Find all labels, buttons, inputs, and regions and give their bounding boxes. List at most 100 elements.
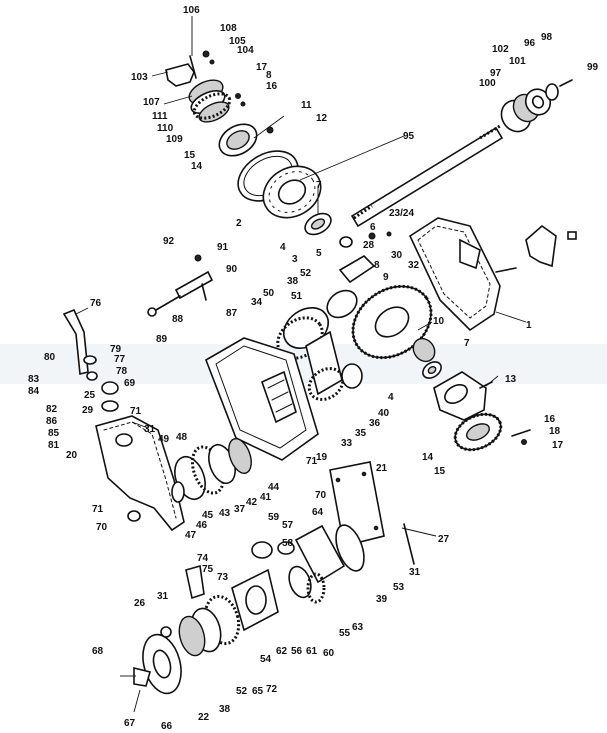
- callout-28: 28: [363, 240, 375, 251]
- callout-43: 43: [219, 508, 231, 519]
- callout-46: 46: [196, 520, 208, 531]
- callout-27: 27: [438, 534, 450, 545]
- left-lever-group: [62, 308, 119, 412]
- callout-7: 7: [316, 180, 322, 191]
- callout-111: 111: [152, 111, 168, 122]
- callout-66: 66: [161, 721, 173, 732]
- callout-70b: 70: [96, 522, 108, 533]
- callout-80: 80: [44, 352, 56, 363]
- callout-78: 78: [116, 366, 128, 377]
- bottom-cluster-group: [133, 564, 279, 695]
- scan-highlight-band: [0, 344, 607, 384]
- callout-26: 26: [134, 598, 146, 609]
- callout-31c: 31: [157, 591, 169, 602]
- callout-62: 62: [276, 646, 288, 657]
- callout-82: 82: [46, 404, 58, 415]
- center-case-group: [205, 337, 319, 461]
- callout-13: 13: [505, 374, 517, 385]
- callout-59: 59: [268, 512, 280, 523]
- callout-4: 4: [280, 242, 286, 253]
- callout-12: 12: [316, 113, 328, 124]
- callout-labels: 106 108 105 104 103 17 8 16 107 111 110 …: [28, 5, 599, 732]
- callout-31b: 31: [409, 567, 421, 578]
- callout-60: 60: [323, 648, 335, 659]
- callout-3: 3: [292, 254, 298, 265]
- callout-99: 99: [587, 62, 599, 73]
- callout-74: 74: [197, 553, 209, 564]
- callout-102: 102: [492, 44, 509, 55]
- callout-2: 2: [236, 218, 242, 229]
- top-shift-fork-group: [165, 50, 246, 123]
- callout-104: 104: [237, 45, 254, 56]
- callout-85: 85: [48, 428, 60, 439]
- callout-92: 92: [163, 236, 175, 247]
- callout-77: 77: [114, 354, 126, 365]
- callout-105: 105: [229, 36, 246, 47]
- callout-95: 95: [403, 131, 415, 142]
- callout-42: 42: [246, 497, 258, 508]
- callout-108: 108: [220, 23, 237, 34]
- callout-65: 65: [252, 686, 264, 697]
- callout-84: 84: [28, 386, 40, 397]
- callout-44: 44: [268, 482, 280, 493]
- callout-45: 45: [202, 510, 214, 521]
- callout-25: 25: [84, 390, 96, 401]
- callout-36: 36: [369, 418, 381, 429]
- callout-56: 56: [291, 646, 303, 657]
- callout-38: 38: [287, 276, 299, 287]
- callout-88: 88: [172, 314, 184, 325]
- callout-97: 97: [490, 68, 502, 79]
- callout-67: 67: [124, 718, 136, 729]
- callout-21: 21: [376, 463, 388, 474]
- callout-71b: 71: [306, 456, 318, 467]
- callout-69: 69: [124, 378, 136, 389]
- callout-49: 49: [158, 434, 170, 445]
- callout-72: 72: [266, 684, 278, 695]
- callout-18: 18: [549, 426, 561, 437]
- callout-16: 16: [266, 81, 278, 92]
- callout-70a: 70: [315, 490, 327, 501]
- callout-89: 89: [156, 334, 168, 345]
- callout-14b: 14: [422, 452, 434, 463]
- callout-96: 96: [524, 38, 536, 49]
- right-housing-group: [408, 217, 577, 332]
- callout-17b: 17: [552, 440, 564, 451]
- callout-39: 39: [376, 594, 388, 605]
- callout-29: 29: [82, 405, 94, 416]
- callout-87: 87: [226, 308, 238, 319]
- callout-57: 57: [282, 520, 294, 531]
- callout-19: 19: [316, 452, 328, 463]
- callout-71: 71: [130, 406, 142, 417]
- lower-right-assembly-group: [251, 523, 415, 604]
- callout-32: 32: [408, 260, 420, 271]
- callout-9: 9: [383, 272, 389, 283]
- top-flange-group: [218, 123, 392, 248]
- callout-91: 91: [217, 242, 229, 253]
- callout-4b: 4: [388, 392, 394, 403]
- callout-22: 22: [198, 712, 210, 723]
- callout-63: 63: [352, 622, 364, 633]
- callout-107: 107: [143, 97, 160, 108]
- callout-15b: 15: [434, 466, 446, 477]
- callout-90: 90: [226, 264, 238, 275]
- callout-101: 101: [509, 56, 526, 67]
- right-flange-group: [433, 371, 531, 452]
- cross-rod-group: [147, 254, 214, 317]
- left-housing-group: [95, 415, 185, 532]
- callout-53: 53: [393, 582, 405, 593]
- callout-54: 54: [260, 654, 272, 665]
- callout-31a: 31: [144, 424, 156, 435]
- callout-8: 8: [266, 70, 272, 81]
- callout-37: 37: [234, 504, 246, 515]
- callout-20: 20: [66, 450, 78, 461]
- callout-11: 11: [301, 100, 312, 111]
- center-gears-group: [276, 254, 442, 401]
- callout-86: 86: [46, 416, 58, 427]
- callout-68: 68: [92, 646, 104, 657]
- callout-64: 64: [312, 507, 324, 518]
- callout-55: 55: [339, 628, 351, 639]
- callout-33: 33: [341, 438, 353, 449]
- callout-1: 1: [526, 320, 532, 331]
- callout-83: 83: [28, 374, 40, 385]
